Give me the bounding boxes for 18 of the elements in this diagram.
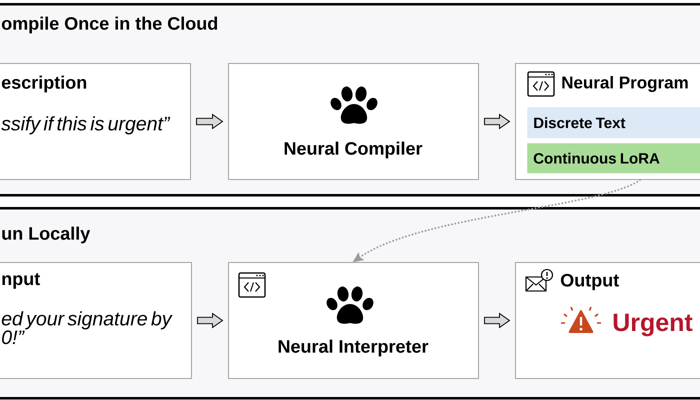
block-arrow	[484, 114, 510, 130]
block-arrow	[196, 114, 224, 130]
text-band: Discrete Text	[527, 107, 700, 138]
quote-text: ed your signature by 0!”	[2, 311, 173, 344]
block-arrow	[197, 312, 224, 328]
heading: Neural Program	[562, 76, 688, 92]
heading: Output	[560, 274, 619, 290]
panel-title: un Locally	[2, 226, 90, 244]
text-band: Continuous LoRA	[527, 143, 700, 174]
dotted-arrow	[352, 179, 641, 262]
panel-title: ompile Once in the Cloud	[2, 16, 218, 34]
quote-text: ssify if this is urgent”	[1, 116, 170, 134]
heading: escription	[2, 76, 86, 92]
heading: nput	[2, 273, 40, 289]
box-title: Neural Interpreter	[278, 340, 428, 356]
result-text: Urgent	[614, 314, 692, 336]
block-arrow	[484, 312, 510, 328]
box-title: Neural Compiler	[284, 142, 422, 158]
